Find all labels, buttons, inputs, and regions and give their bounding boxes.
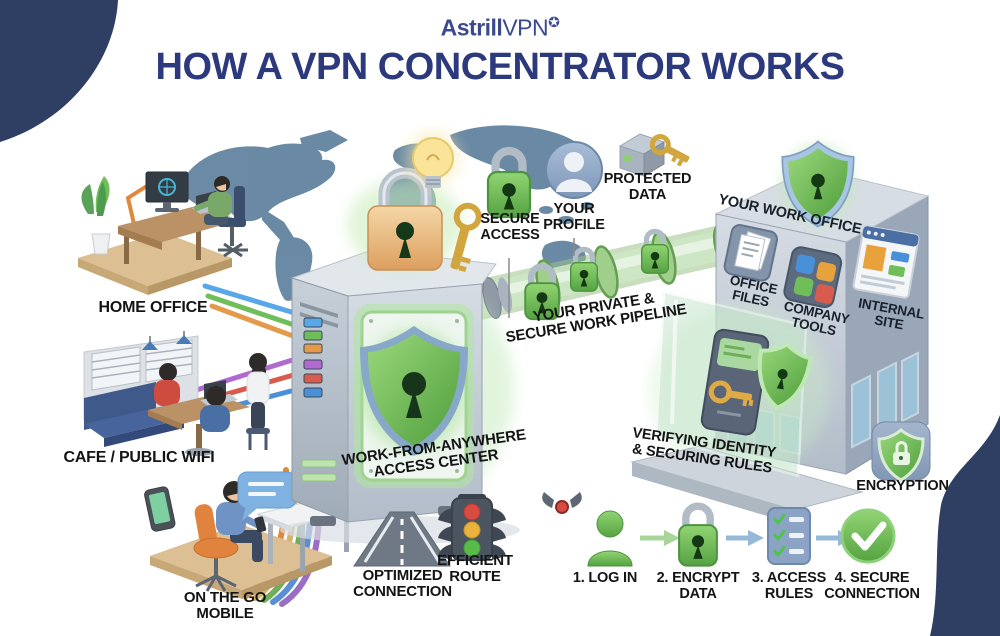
flow-diagram xyxy=(587,506,896,567)
verification-shield-icon xyxy=(757,341,813,410)
server-top-lock xyxy=(347,167,482,273)
step-login-label: 1. LOG IN xyxy=(572,570,638,586)
company-tools-icon xyxy=(783,246,843,309)
home-office-scene xyxy=(78,171,248,295)
server-shield-icon xyxy=(359,326,469,456)
verification-panel xyxy=(630,290,864,524)
office-files-icon xyxy=(723,224,779,282)
home-office-label: HOME OFFICE xyxy=(98,299,208,316)
brand-name-light: VPN xyxy=(502,14,549,41)
brand-name-bold: Astrill xyxy=(440,14,503,41)
office-building xyxy=(714,140,930,475)
brand-logo: AstrillVPN✪ xyxy=(0,14,1000,42)
flow-arrow-icon xyxy=(726,530,764,546)
brand-star-icon: ✪ xyxy=(548,14,560,30)
secure-access-icon xyxy=(488,151,530,318)
cable-ports xyxy=(303,317,323,398)
wing-badge-icon xyxy=(542,492,582,514)
floating-phone xyxy=(144,486,176,532)
page-title: HOW A VPN CONCENTRATOR WORKS xyxy=(155,46,845,88)
secure-connection-check-icon xyxy=(840,508,896,564)
encryption-label: ENCRYPTION xyxy=(856,478,949,494)
encryption-icon xyxy=(871,421,931,482)
encrypt-lock-icon xyxy=(679,506,717,565)
idea-bulb-icon xyxy=(406,131,460,188)
your-profile-icon xyxy=(545,141,603,256)
id-card-icon xyxy=(700,328,770,436)
access-rules-checklist-icon xyxy=(767,507,811,565)
chat-bubble-icon xyxy=(237,471,297,521)
gold-key-icon xyxy=(450,202,482,273)
internal-site-icon xyxy=(852,225,920,299)
efficient-route-icon xyxy=(438,494,506,561)
flow-arrow-icon xyxy=(640,530,680,546)
building-shield-icon xyxy=(780,140,856,228)
protected-data-icon xyxy=(618,133,690,177)
optimized-connection-icon xyxy=(353,511,451,567)
access-center-server xyxy=(280,249,520,544)
cafe-label: CAFE / PUBLIC WIFI xyxy=(63,449,215,466)
cafe-scene xyxy=(83,331,270,456)
login-user-icon xyxy=(587,510,633,567)
